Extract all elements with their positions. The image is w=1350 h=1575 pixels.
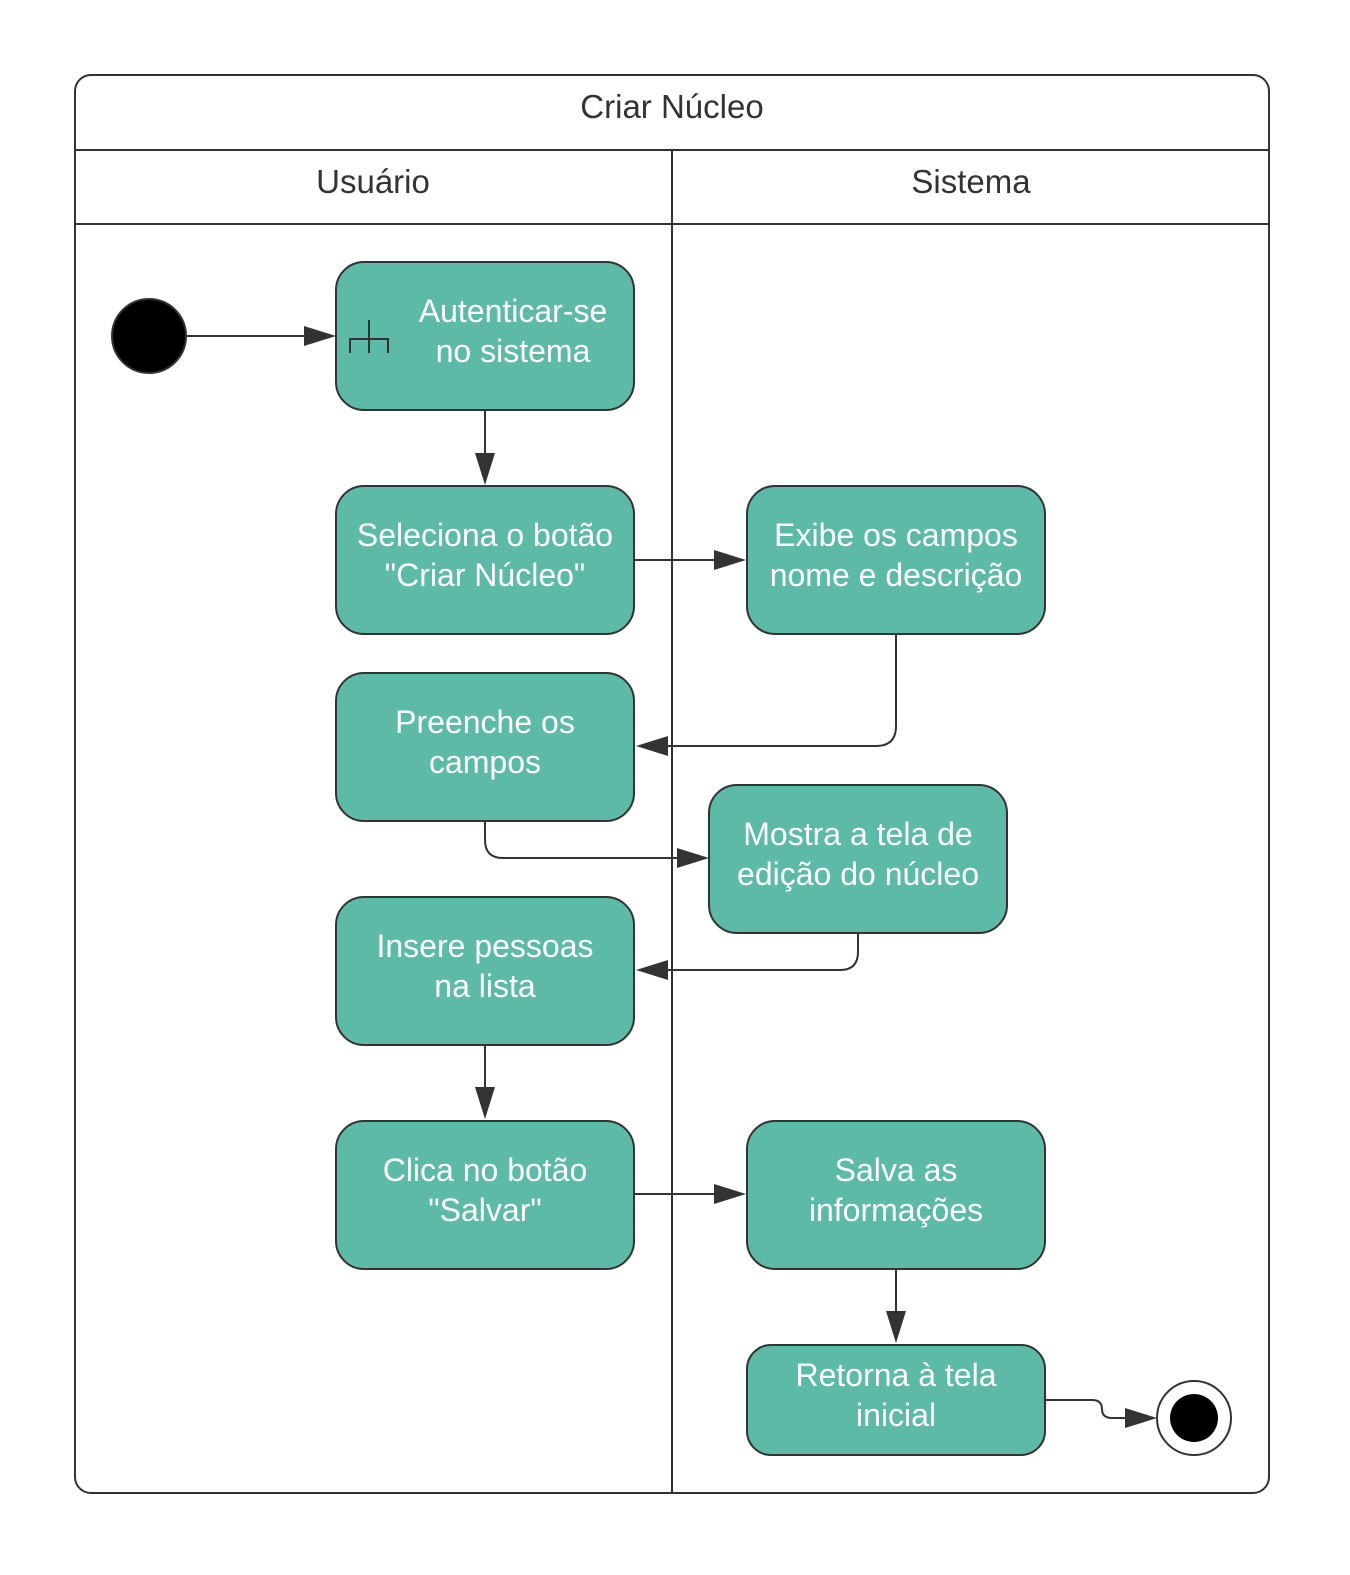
arrowhead bbox=[714, 1184, 746, 1204]
activity-autenticar: Autenticar-se no sistema bbox=[335, 261, 635, 411]
arrowhead bbox=[636, 736, 668, 756]
activity-clica: Clica no botão "Salvar" bbox=[335, 1120, 635, 1270]
flow-mostra-to-insere bbox=[660, 934, 859, 971]
activity-box bbox=[746, 485, 1046, 635]
activity-label: Salva as bbox=[835, 1152, 958, 1188]
activity-preenche: Preenche os campos bbox=[335, 672, 635, 822]
activity-label: no sistema bbox=[436, 333, 591, 369]
activity-label: Retorna à tela bbox=[795, 1357, 996, 1393]
activity-exibe: Exibe os campos nome e descrição bbox=[746, 485, 1046, 635]
arrowhead bbox=[475, 453, 495, 485]
initial-node bbox=[111, 298, 187, 374]
diagram-title: Criar Núcleo bbox=[580, 88, 763, 125]
activity-label: Exibe os campos bbox=[774, 517, 1018, 553]
activity-label: Mostra a tela de bbox=[743, 816, 972, 852]
lane-header-usuario: Usuário bbox=[316, 163, 430, 200]
activity-retorna: Retorna à tela inicial bbox=[746, 1344, 1046, 1456]
final-node bbox=[1156, 1380, 1232, 1456]
activity-label: na lista bbox=[434, 968, 536, 1004]
activity-label: Autenticar-se bbox=[419, 293, 608, 329]
flow-retorna-to-end bbox=[1046, 1399, 1134, 1419]
arrowhead bbox=[886, 1311, 906, 1343]
final-node-core bbox=[1170, 1394, 1218, 1442]
activity-label: Preenche os bbox=[395, 704, 575, 740]
activity-label: "Criar Núcleo" bbox=[385, 557, 586, 593]
activity-box bbox=[335, 896, 635, 1046]
arrowhead bbox=[677, 848, 709, 868]
activity-label: Insere pessoas bbox=[376, 928, 593, 964]
subactivity-icon bbox=[349, 320, 389, 353]
activity-label: Clica no botão bbox=[383, 1152, 588, 1188]
activity-box bbox=[335, 485, 635, 635]
activity-label: edição do núcleo bbox=[737, 856, 979, 892]
activity-seleciona: Seleciona o botão "Criar Núcleo" bbox=[335, 485, 635, 635]
arrowhead bbox=[636, 960, 668, 980]
activity-label: Seleciona o botão bbox=[357, 517, 613, 553]
activity-mostra: Mostra a tela de edição do núcleo bbox=[708, 784, 1008, 934]
activity-salva: Salva as informações bbox=[746, 1120, 1046, 1270]
flow-preenche-to-mostra bbox=[484, 822, 686, 859]
activity-box bbox=[708, 784, 1008, 934]
activity-label: campos bbox=[429, 744, 541, 780]
activity-label: nome e descrição bbox=[770, 557, 1023, 593]
activity-box bbox=[746, 1120, 1046, 1270]
activity-insere: Insere pessoas na lista bbox=[335, 896, 635, 1046]
activity-box bbox=[335, 1120, 635, 1270]
arrowhead bbox=[475, 1087, 495, 1119]
activity-label: inicial bbox=[856, 1397, 936, 1433]
arrowhead bbox=[304, 326, 336, 346]
lane-header-sistema: Sistema bbox=[911, 163, 1031, 200]
arrowhead bbox=[714, 550, 746, 570]
activity-box bbox=[746, 1344, 1046, 1456]
activity-box bbox=[335, 261, 635, 411]
arrowhead bbox=[1125, 1408, 1157, 1428]
flow-lines bbox=[187, 326, 1157, 1428]
activity-label: "Salvar" bbox=[428, 1192, 541, 1228]
flow-exibe-to-preenche bbox=[660, 635, 897, 747]
activity-box bbox=[335, 672, 635, 822]
activity-label: informações bbox=[809, 1192, 983, 1228]
